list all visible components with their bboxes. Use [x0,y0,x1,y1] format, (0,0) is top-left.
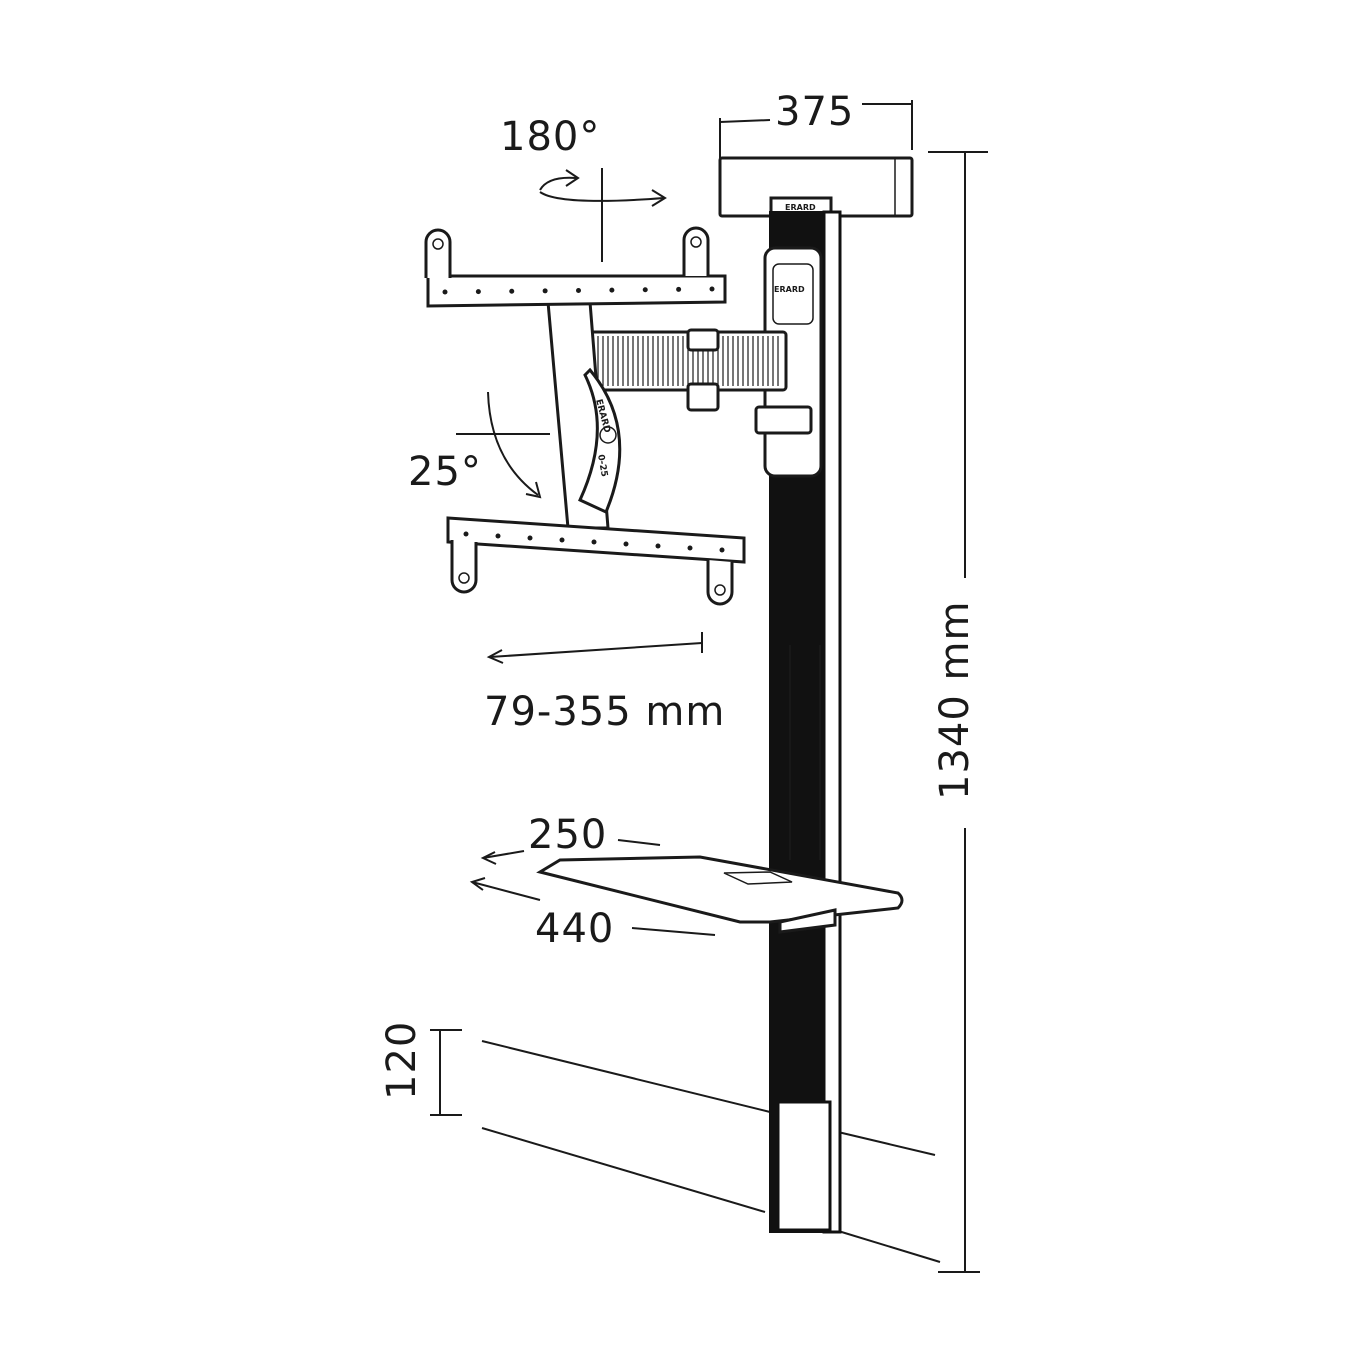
bracket-tilt-mark: 0-25 [595,454,609,478]
dimension-shelf-depth-label: 250 [528,812,607,858]
rail-hole [609,287,615,293]
dimension-tilt-label: 25° [408,449,482,495]
rail-hole [527,535,533,541]
dimension-shelf-width: 440 [469,877,716,952]
rail-hole [687,545,693,551]
vesa-bottom-rail [446,516,746,606]
glass-shelf [536,855,904,934]
dimension-total-height-label: 1340 mm [932,601,978,800]
dimension-extension-label: 79-355 mm [484,689,725,735]
articulated-arm [584,328,788,412]
rail-hole [591,539,597,545]
floor-lines [481,1040,941,1263]
rail-hole [442,289,448,295]
top-bar-logo: ERARD [785,203,816,212]
rail-hole [495,533,501,539]
dimension-rotation-label: 180° [500,114,600,160]
dimension-base-height: 120 [379,1021,462,1116]
wall-plate-logo: ERARD [774,285,805,294]
rail-hole [719,547,725,553]
rail-hole [559,537,565,543]
rail-hole [655,543,661,549]
dimension-top-width-label: 375 [775,89,854,135]
rail-hole [676,286,682,292]
dimension-top-width: 375 [719,89,913,158]
rail-hole [623,541,629,547]
bracket-body: ERARD 0-25 [546,300,622,530]
dimension-extension: 79-355 mm [484,632,725,735]
arm-wall-plate: ERARD [754,246,823,478]
vesa-top-rail [424,226,727,308]
rail-hole [542,288,548,294]
dimension-rotation: 180° [500,114,667,262]
dimension-tilt: 25° [408,391,550,499]
rail-hole [642,287,648,293]
dimension-base-height-label: 120 [379,1021,425,1100]
rail-hole [463,531,469,537]
column [769,210,842,1234]
rail-hole [576,288,581,293]
dimension-shelf-depth: 250 [480,812,661,865]
rail-hole [475,289,481,295]
rail-hole [709,286,715,292]
dimension-total-height: 1340 mm [928,151,988,1273]
rail-hole [509,288,515,294]
dimension-shelf-width-label: 440 [535,906,614,952]
